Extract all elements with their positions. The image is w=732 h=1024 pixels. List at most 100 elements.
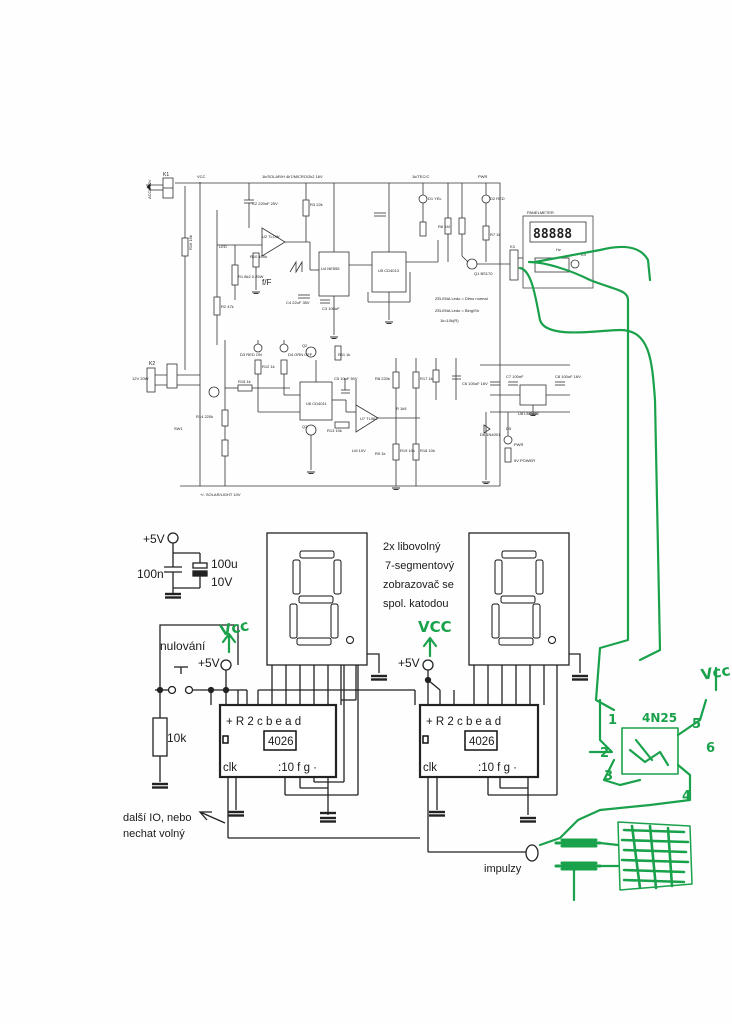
hand-pin-5: 5 [692, 717, 701, 732]
label-top-rail: 1k/SOLAR/H 4k7/MICRO/2k2 16V [262, 174, 323, 179]
label-c4: C4 22uF 35V [286, 300, 310, 305]
label-r11: R11 1k [338, 352, 350, 357]
label-k1: K1 [163, 172, 169, 178]
label-sw1: SW1 [174, 426, 183, 431]
label-u6: U6 CD4011 [306, 401, 327, 406]
label-input: 12V 20W [132, 376, 149, 381]
label-r3: R3 22k [310, 202, 323, 207]
top-schematic [146, 177, 594, 490]
label-pwr-led: PWR [514, 442, 523, 447]
panel-meter-display: 88888 [533, 227, 572, 242]
label-cap-100u: 100u [211, 557, 238, 571]
label-vcc: VCC [197, 174, 206, 179]
next-io-note-line-2: nechat volný [123, 828, 185, 840]
hand-vcc-mid: VCC [418, 618, 452, 636]
label-f: f/F [262, 278, 271, 287]
label-d6: D6 1N4001 [480, 432, 501, 437]
label-opamp-note: LM 10V [352, 448, 366, 453]
hand-vcc-left: Vcc [218, 616, 251, 640]
ic-right-notch [422, 735, 429, 744]
hand-pin-4: 4 [682, 789, 691, 804]
label-r17: R17 1k [420, 376, 433, 381]
label-pwr-note: 5V POWER [514, 458, 535, 463]
label-k2: K2 [149, 361, 155, 367]
ic-left-notch [222, 735, 229, 744]
panel-meter-unit: Hz [556, 247, 561, 252]
label-u7: U7 TL062 [360, 416, 378, 421]
label-d4: D4 GRN OFF [288, 352, 313, 357]
label-q1: Q1 BS170 [474, 271, 493, 276]
hand-pin-3: 3 [604, 769, 613, 784]
label-cap-100n: 100n [137, 567, 164, 581]
display-note-line-1: 2x libovolný [383, 541, 441, 553]
ic-left-name: 4026 [268, 736, 294, 748]
ic-right-name: 4026 [469, 736, 495, 748]
label-u5: U5 CD4013 [378, 268, 400, 273]
next-io-note-line-1: další IO, nebo [123, 812, 192, 824]
label-c5: C5 10uF 50V [334, 376, 358, 381]
label-pwr: PWR [478, 174, 487, 179]
label-d5: D5 [506, 426, 512, 431]
label-q2: Q2 [302, 343, 308, 348]
display-note-line-2: 7-segmentový [385, 560, 455, 572]
label-u2: U2 7LOW [262, 234, 280, 239]
label-r2: R2 47k [221, 304, 234, 309]
label-resistor-10k: 10k [167, 731, 187, 745]
label-r6: R6 1M [438, 224, 450, 229]
label-r15: R15 1k [238, 379, 251, 384]
label-k3: K3 [510, 244, 516, 249]
note-green-led-2: ZELENA Ledo = Blng/Sh [435, 308, 479, 313]
display-note-line-4: spol. katodou [383, 598, 448, 610]
label-r18: R18 10k [420, 448, 435, 453]
label-r19: R19 10k [400, 448, 415, 453]
label-cap-10v: 10V [211, 575, 232, 589]
panel-meter-title: PANELMETER [527, 210, 554, 215]
bottom-schematic [150, 532, 590, 862]
label-r16: R16 15k [188, 235, 193, 250]
label-plus5v-right: +5V [398, 656, 420, 670]
label-acku: ACCU 12V [147, 179, 152, 199]
label-c7: C7 100nF [506, 374, 524, 379]
note-resistor: 1k=10k(R) [440, 318, 459, 323]
label-plus5v-left: +5V [198, 656, 220, 670]
hand-pin-2: 2 [600, 746, 609, 761]
hand-pin-6: 6 [706, 741, 715, 756]
label-r-mid: R 1k5 [396, 406, 407, 411]
label-c2: C2 220nF 25V [252, 201, 278, 206]
label-u4: U4 NE555 [321, 266, 340, 271]
label-d3: D3 RED ON [240, 352, 262, 357]
label-bottom-rail: +/- SOLAR/LIGHT 10V [200, 492, 241, 497]
label-r12: R12 1k [262, 364, 275, 369]
ic-left-name-box [263, 730, 297, 751]
label-k4: K4 [581, 252, 587, 257]
hand-vcc-right: Vcc [700, 661, 732, 684]
display-note-line-3: zobrazovač se [383, 579, 454, 591]
ic-right-pins-top: + R 2 c b e a d [426, 716, 501, 728]
label-c8: C8 100uF 16V [555, 374, 581, 379]
ic-right-pins-bottom: :10 f g · [478, 762, 517, 774]
note-green-led: ZELENA Ledo = Dlmo normal [435, 296, 488, 301]
label-pulses: impulzy [484, 863, 522, 875]
label-r10: R10 100k [250, 254, 267, 259]
handwritten-labels: Vcc VCC Vcc 4N25 1 2 3 4 5 6 [218, 616, 732, 804]
label-c6: C6 100uF 16V [462, 381, 488, 386]
label-r13: R13 10k [327, 428, 342, 433]
ic-left-pin-clk: clk [223, 762, 237, 774]
label-reset: nulování [160, 639, 206, 653]
hand-pin-1: 1 [608, 713, 617, 728]
label-supply-plus5v: +5V [143, 532, 165, 546]
hand-opto-label: 4N25 [642, 711, 677, 725]
ic-left-pins-top: + R 2 c b e a d [226, 716, 301, 728]
label-q3: Q3 [302, 424, 308, 429]
label-r14: R14 220k [196, 414, 213, 419]
label-rail-mid: 1k/TEC/C [412, 174, 429, 179]
ic-right-name-box [464, 730, 498, 751]
label-r9: R9 1k [375, 451, 385, 456]
label-r7: R7 1k [490, 232, 500, 237]
label-c3: C3 100uF [322, 306, 340, 311]
bottom-schematic-labels: +5V 100n 100u 10V nulování +5V +5V 10k 2… [123, 532, 522, 875]
seven-segment-left [289, 550, 354, 646]
ic-right-pin-clk: clk [423, 762, 437, 774]
label-r8: R8 220k [375, 376, 390, 381]
